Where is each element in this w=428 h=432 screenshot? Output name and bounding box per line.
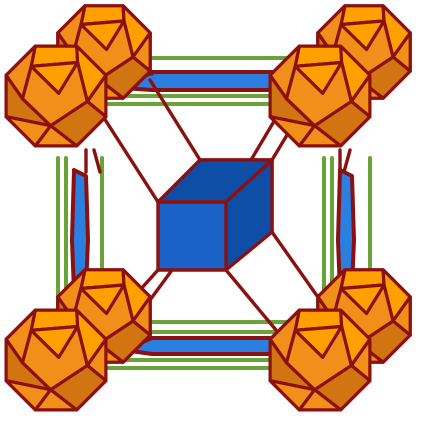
node-face-top	[79, 283, 126, 316]
node-front-top-right	[268, 44, 372, 148]
strut	[92, 148, 102, 174]
strut	[342, 148, 352, 174]
node-front-bottom-right	[268, 308, 372, 412]
node-face-top	[29, 324, 80, 359]
node-front-bottom-left	[4, 308, 108, 412]
polyhedral-nodes	[4, 4, 412, 412]
central-cube	[156, 158, 274, 272]
node-face-top	[293, 60, 344, 95]
node-face	[4, 379, 53, 412]
strut	[270, 230, 322, 302]
node-face-top	[79, 19, 126, 52]
node-face-top	[293, 324, 344, 359]
node-face	[4, 115, 53, 148]
strut	[224, 268, 278, 332]
node-face-top	[339, 19, 386, 52]
strut	[102, 116, 160, 204]
node-front-top-left	[4, 44, 108, 148]
node-face-top	[339, 283, 386, 316]
node-face	[268, 115, 317, 148]
cube-face-front	[156, 200, 228, 272]
strut	[148, 78, 202, 162]
node-face	[268, 379, 317, 412]
node-face-top	[29, 60, 80, 95]
node-back-top-right	[316, 4, 412, 100]
